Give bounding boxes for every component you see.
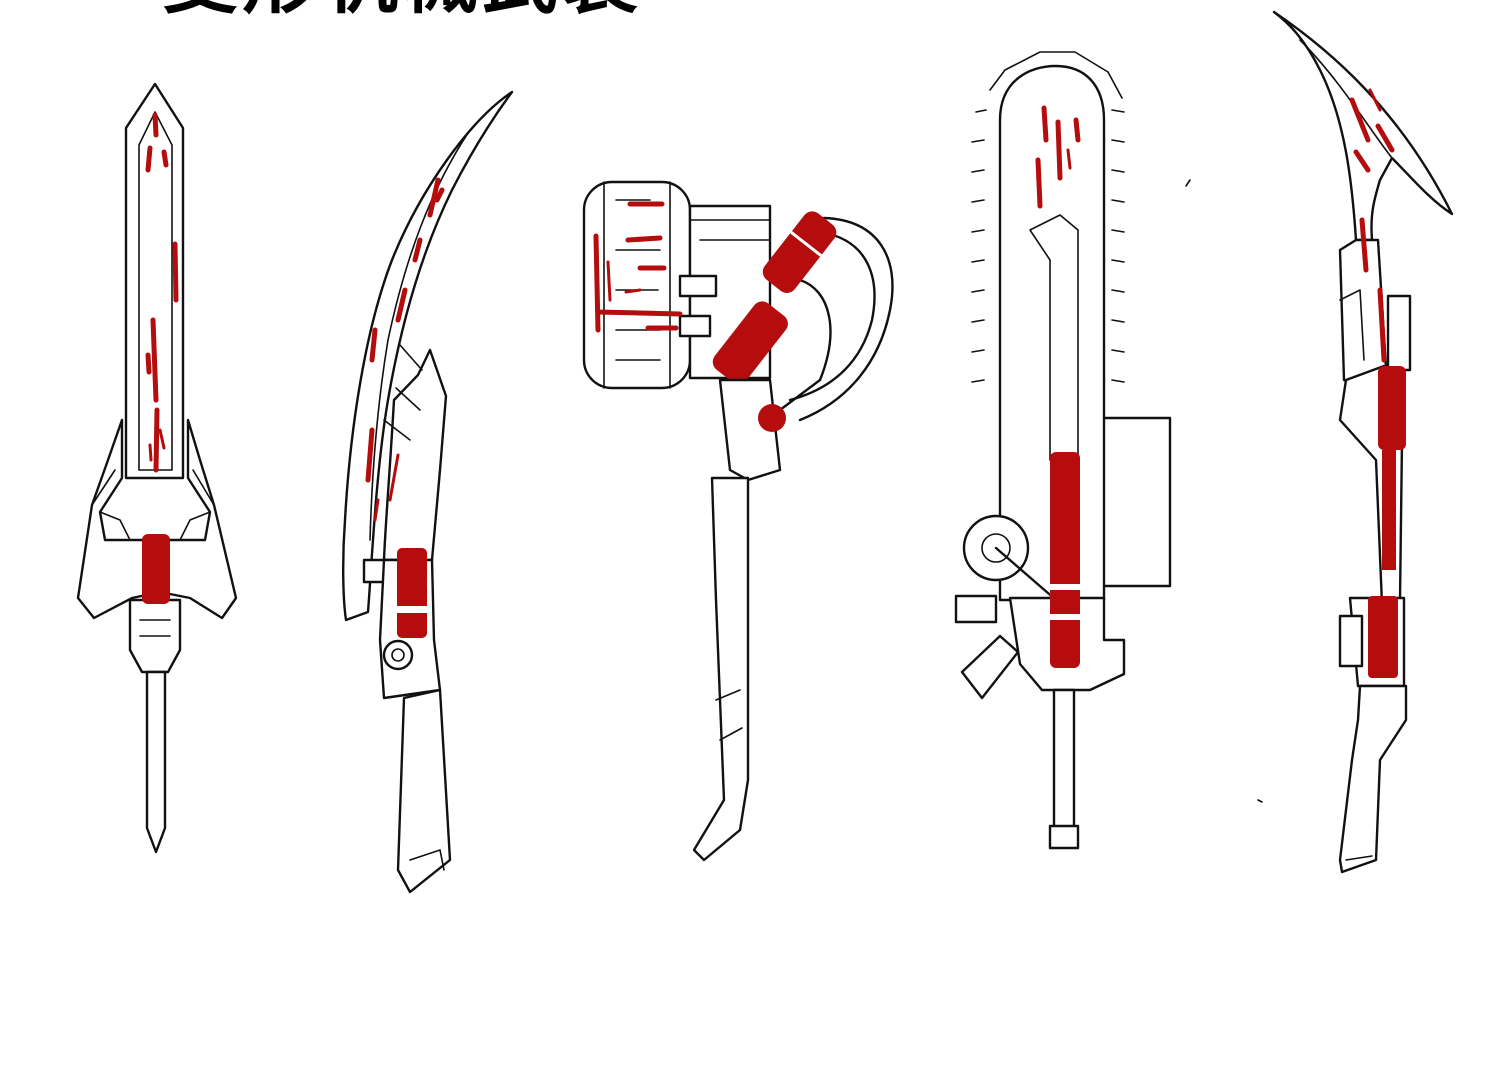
sword-icon bbox=[76, 82, 238, 854]
chainsaw-icon bbox=[954, 51, 1172, 850]
curved-blade-icon bbox=[342, 90, 514, 894]
hammer-icon bbox=[582, 180, 894, 862]
scythe-icon bbox=[1272, 10, 1454, 874]
page-title: 变形机械武装 bbox=[162, 0, 642, 18]
